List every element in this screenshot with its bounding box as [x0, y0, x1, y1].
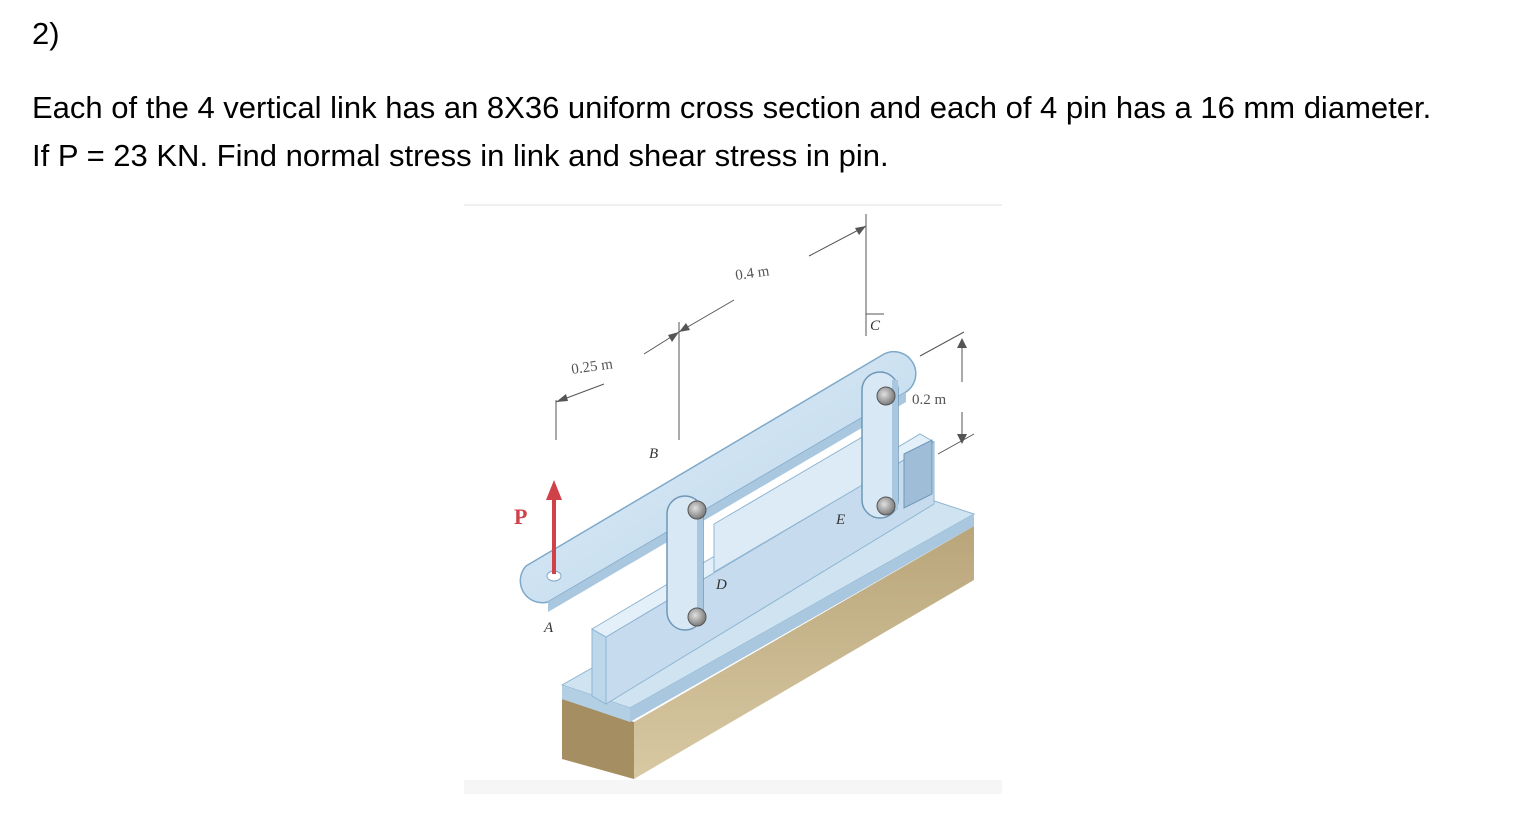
point-label-C: C [870, 318, 881, 334]
load-label-P: P [514, 504, 527, 529]
dim-label-0-4m: 0.4 m [734, 263, 770, 284]
dim-line-04-left [678, 299, 735, 333]
dim-label-0-25m: 0.25 m [570, 356, 614, 378]
question-text: Each of the 4 vertical link has an 8X36 … [32, 90, 1432, 173]
dim-line-04-right [808, 225, 867, 257]
point-label-D: D [715, 577, 727, 593]
base-plate-left-face [562, 685, 630, 722]
frame-bottom-band [464, 780, 1002, 794]
pin-C-icon [876, 386, 896, 406]
lever-bar-ABC [519, 351, 917, 604]
point-label-B: B [649, 446, 658, 462]
point-label-E: E [835, 512, 845, 528]
base-wood-front [634, 526, 974, 779]
dim-arrow-025-right [668, 332, 679, 342]
mechanism-diagram: 0.4 m 0.25 m 0.2 m B C D E A P [464, 204, 1002, 794]
question-number: 2) [32, 16, 60, 51]
dim-extension-top [919, 331, 965, 357]
dim-arrow-025-left [556, 394, 568, 402]
support-rib-end [591, 628, 607, 705]
dim-label-0-2m: 0.2 m [912, 392, 947, 408]
mechanism-figure: 0.4 m 0.25 m 0.2 m B C D E A P [464, 204, 1002, 794]
base-plate-front-face [630, 514, 974, 722]
pin-B-icon [687, 500, 707, 520]
rib-end-bracket [903, 439, 933, 509]
dim-extension-bottom [937, 433, 975, 455]
dim-arrow-02-bottom [957, 434, 967, 444]
vertical-link-CE-edge [892, 380, 898, 510]
dim-arrow-02-top [957, 338, 967, 348]
base-wood-side [562, 699, 634, 779]
lever-bar-edge [548, 392, 906, 612]
pin-E-icon [876, 496, 896, 516]
dim-arrow-04-left [679, 323, 690, 332]
load-arrow-head-icon [546, 480, 562, 500]
pin-D-icon [687, 607, 707, 627]
point-label-A: A [543, 620, 554, 636]
vertical-link-BD-edge [697, 504, 703, 622]
dim-arrow-04-right [855, 226, 866, 235]
